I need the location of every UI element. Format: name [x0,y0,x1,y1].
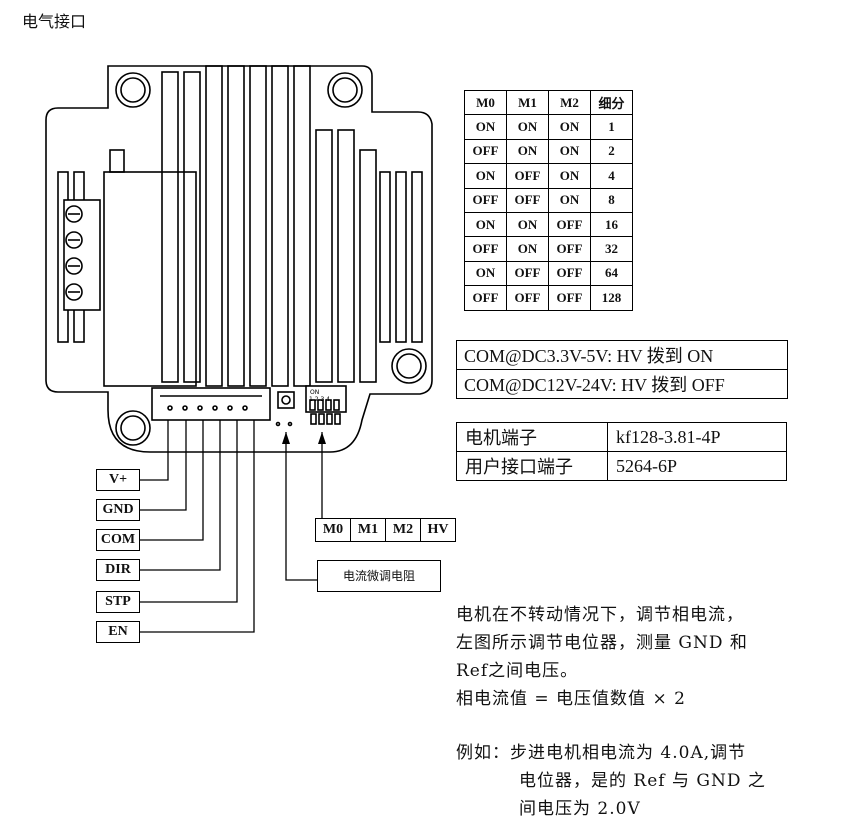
table-cell: ON [506,138,549,165]
table-cell: ON [464,260,507,287]
voltage-setting-table: COM@DC3.3V-5V: HV 拨到 ON COM@DC12V-24V: H… [456,340,788,399]
table-header: 细分 [590,89,633,116]
note-line: 例如：步进电机相电流为 4.0A,调节 [456,743,747,763]
table-cell: OFF [506,163,549,189]
table-cell: ON [506,114,549,140]
table-cell: OFF [506,285,549,311]
note-line: 相电流值 = 电压值数值 × 2 [456,689,686,709]
pin-label-en: EN [96,621,140,643]
table-cell: 16 [590,211,633,238]
voltage-row-high: COM@DC12V-24V: HV 拨到 OFF [456,369,788,399]
table-header: M1 [506,89,549,116]
note-line: Ref之间电压。 [456,661,579,681]
dip-label-hv: HV [420,518,456,542]
pin-label-gnd: GND [96,499,140,521]
table-cell: OFF [506,260,549,287]
table-cell: ON [548,187,591,213]
pin-label-com: COM [96,529,140,551]
table-cell: OFF [464,187,507,213]
table-row: 电机端子 kf128-3.81-4P [456,422,787,452]
table-cell: OFF [548,285,591,311]
table-cell: OFF [548,236,591,262]
table-cell: ON [506,236,549,262]
table-cell: 32 [590,236,633,262]
pin-label-vplus: V+ [96,469,140,491]
table-cell: OFF [464,236,507,262]
table-cell: ON [464,114,507,140]
table-cell: ON [548,138,591,165]
dip-label-m1: M1 [350,518,386,542]
trim-pot [277,391,295,409]
table-cell: ON [464,163,507,189]
mount-hole-bl [115,410,151,446]
mount-hole-tl [115,72,151,108]
table-header-row: M0 M1 M2 细分 [464,89,633,116]
table-cell: 4 [590,163,633,189]
mount-hole-br [391,348,427,384]
user-connector [151,387,271,421]
note-line: 间电压为 2.0V [519,799,641,819]
terminal-part: kf128-3.81-4P [607,422,787,452]
inductor-block [103,171,197,387]
table-cell: OFF [464,285,507,311]
table-cell: 2 [590,138,633,165]
terminal-part: 5264-6P [607,451,787,481]
dip-num-text: 1 2 3 4 [309,396,330,403]
table-cell: ON [548,163,591,189]
housing-outline [45,65,433,453]
page-title: 电气接口 [22,12,87,31]
dip-label-m2: M2 [385,518,421,542]
table-cell: ON [548,114,591,140]
heatsink-fins [57,65,423,387]
table-cell: ON [464,211,507,238]
terminal-table: 电机端子 kf128-3.81-4P 用户接口端子 5264-6P [456,422,787,481]
voltage-row-low: COM@DC3.3V-5V: HV 拨到 ON [456,340,788,370]
table-header: M2 [548,89,591,116]
note-line: 左图所示调节电位器，测量 GND 和 [456,633,748,653]
terminal-name: 用户接口端子 [456,451,608,481]
note-line: 电位器，是的 Ref 与 GND 之 [519,771,766,791]
note-line: 电机在不转动情况下，调节相电流， [456,605,744,625]
mount-hole-tr [327,72,363,108]
table-header: M0 [464,89,507,116]
pin-label-dir: DIR [96,559,140,581]
table-row: COM@DC12V-24V: HV 拨到 OFF [456,369,788,399]
dip-switch-labels: M0 M1 M2 HV [315,518,456,542]
table-cell: OFF [464,138,507,165]
table-row: 用户接口端子 5264-6P [456,451,787,481]
table-cell: 128 [590,285,633,311]
table-cell: OFF [548,211,591,238]
table-cell: 1 [590,114,633,140]
table-cell: OFF [506,187,549,213]
pin-label-stp: STP [96,591,140,613]
dip-on-text: ON [310,389,319,396]
table-row: COM@DC3.3V-5V: HV 拨到 ON [456,340,788,370]
terminal-name: 电机端子 [456,422,608,452]
table-cell: 8 [590,187,633,213]
dip-label-m0: M0 [315,518,351,542]
trim-resistor-label: 电流微调电阻 [317,560,441,592]
table-cell: OFF [548,260,591,287]
table-cell: ON [506,211,549,238]
table-cell: 64 [590,260,633,287]
